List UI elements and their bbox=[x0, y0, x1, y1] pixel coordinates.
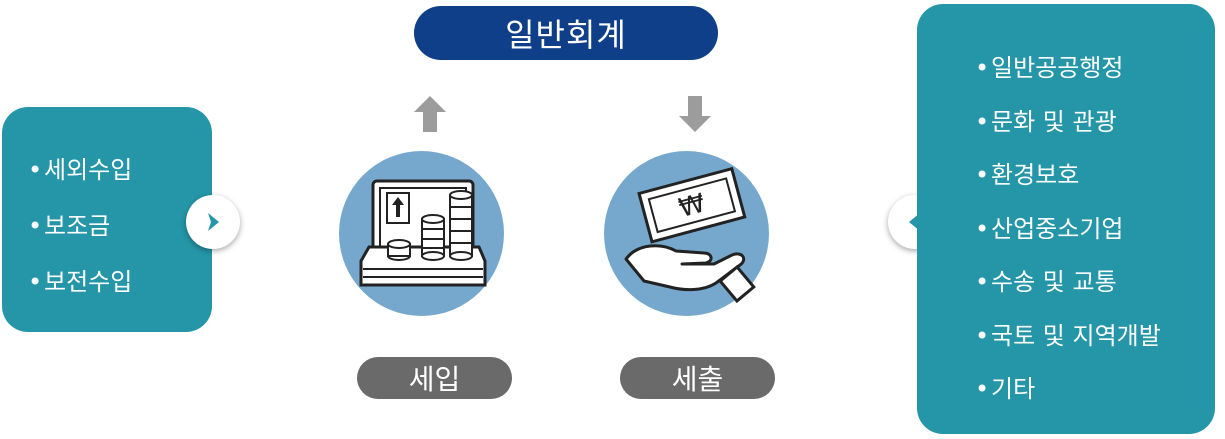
list-item-label: 문화 및 관광 bbox=[991, 107, 1117, 136]
bullet: • bbox=[975, 54, 990, 82]
list-item: •환경보호 bbox=[975, 149, 1161, 203]
income-circle bbox=[339, 151, 504, 316]
list-item-label: 기타 bbox=[991, 375, 1036, 403]
bullet: • bbox=[975, 375, 990, 403]
revenue-sources-list: •세외수입 •보조금 •보전수입 bbox=[28, 142, 132, 310]
list-item: •보조금 bbox=[28, 198, 132, 254]
list-item-label: 국토 및 지역개발 bbox=[991, 321, 1161, 350]
list-item-label: 수송 및 교통 bbox=[991, 268, 1117, 296]
list-item-label: 환경보호 bbox=[991, 161, 1080, 189]
bullet: • bbox=[975, 107, 990, 136]
income-label: 세입 bbox=[357, 357, 512, 399]
list-item-label: 보조금 bbox=[44, 212, 111, 240]
list-item: •산업중소기업 bbox=[975, 203, 1161, 257]
chevron-right-button[interactable] bbox=[186, 195, 240, 249]
bullet: • bbox=[975, 161, 990, 189]
arrow-up-icon bbox=[414, 96, 446, 132]
expense-circle: ₩ bbox=[604, 151, 769, 316]
bullet: • bbox=[975, 321, 990, 350]
chevron-right-icon bbox=[208, 213, 219, 231]
laptop-coins-icon bbox=[359, 179, 487, 287]
list-item: •수송 및 교통 bbox=[975, 256, 1161, 310]
list-item: •기타 bbox=[975, 363, 1161, 417]
list-item: •세외수입 bbox=[28, 142, 132, 198]
expenditure-categories-panel: •일반공공행정 •문화 및 관광 •환경보호 •산업중소기업 •수송 및 교통 … bbox=[917, 4, 1215, 434]
revenue-sources-panel: •세외수입 •보조금 •보전수입 bbox=[2, 107, 212, 332]
expense-label: 세출 bbox=[620, 357, 775, 399]
list-item: •일반공공행정 bbox=[975, 42, 1161, 96]
list-item: •국토 및 지역개발 bbox=[975, 310, 1161, 364]
bullet: • bbox=[28, 268, 43, 296]
bullet: • bbox=[28, 156, 43, 184]
list-item-label: 일반공공행정 bbox=[991, 54, 1124, 82]
list-item-label: 보전수입 bbox=[44, 268, 133, 296]
expenditure-categories-list: •일반공공행정 •문화 및 관광 •환경보호 •산업중소기업 •수송 및 교통 … bbox=[975, 42, 1161, 417]
list-item: •문화 및 관광 bbox=[975, 96, 1161, 150]
list-item-label: 산업중소기업 bbox=[991, 214, 1124, 243]
arrow-down-icon bbox=[679, 96, 711, 132]
page-title: 일반회계 bbox=[414, 6, 718, 60]
hand-banknote-icon: ₩ bbox=[624, 166, 756, 304]
list-item: •보전수입 bbox=[28, 254, 132, 310]
list-item-label: 세외수입 bbox=[44, 156, 133, 184]
bullet: • bbox=[975, 268, 990, 296]
bullet: • bbox=[28, 212, 43, 240]
bullet: • bbox=[975, 214, 990, 243]
